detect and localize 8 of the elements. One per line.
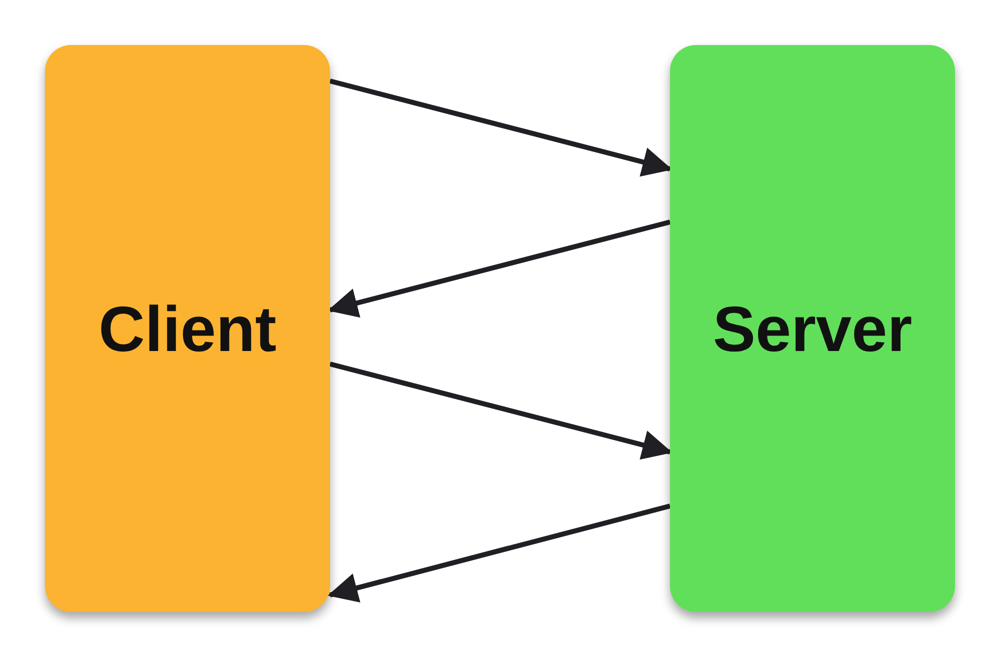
process-box <box>670 45 955 612</box>
arrow <box>328 220 671 318</box>
arrow <box>329 78 672 177</box>
arrow <box>329 362 672 460</box>
process-box <box>45 45 330 612</box>
node-label: Client <box>98 296 276 360</box>
arrow <box>328 504 671 603</box>
node-label: Server <box>712 296 912 360</box>
